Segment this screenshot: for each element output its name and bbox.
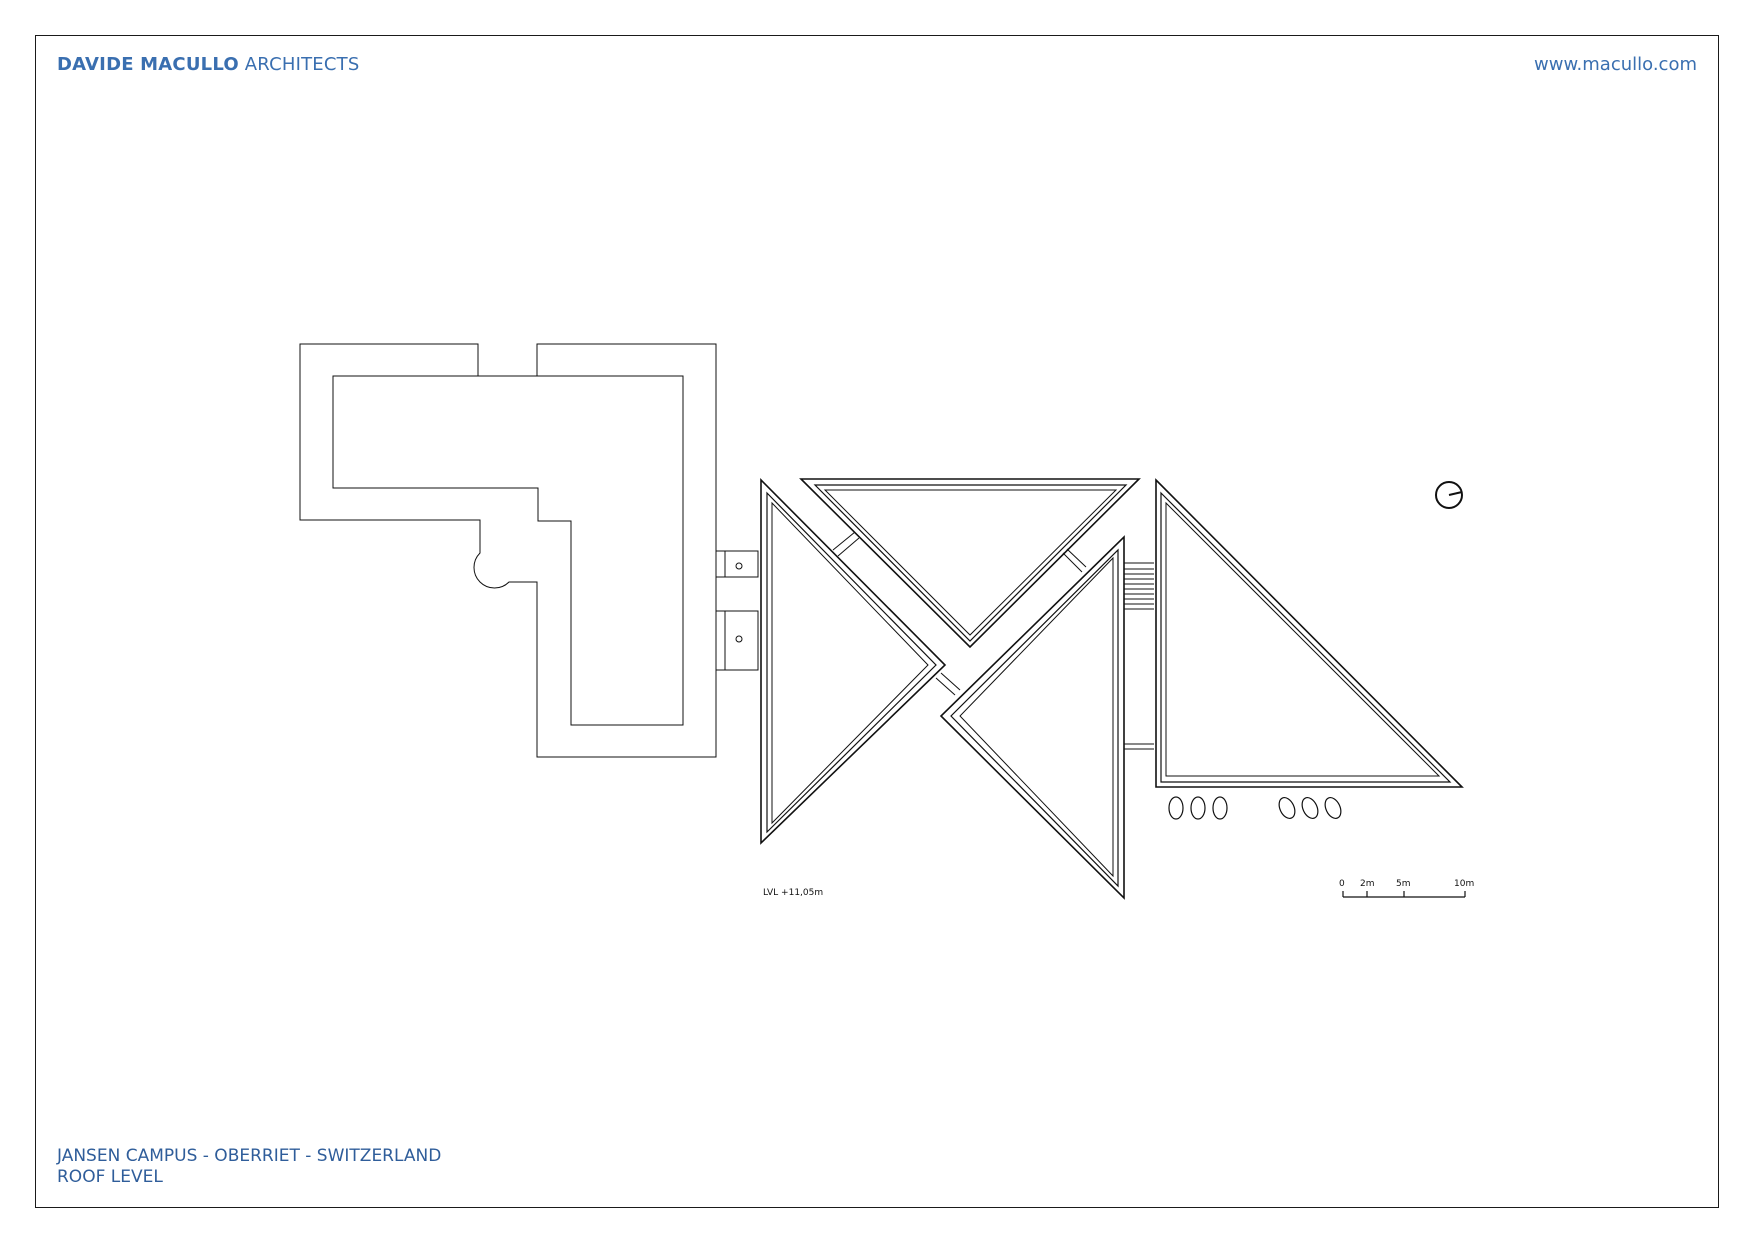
roof-triangle-d bbox=[1155, 478, 1464, 788]
skylight-ovals bbox=[1168, 796, 1342, 820]
scale-bar bbox=[1342, 891, 1466, 898]
level-label: LVL +11,05m bbox=[763, 888, 823, 898]
scale-label-2m: 2m bbox=[1360, 879, 1375, 889]
scale-label-5m: 5m bbox=[1396, 879, 1411, 889]
brand-name-bold: DAVIDE MACULLO bbox=[57, 54, 239, 75]
existing-building-outline bbox=[299, 343, 717, 758]
title-block: JANSEN CAMPUS - OBERRIET - SWITZERLAND R… bbox=[57, 1146, 441, 1188]
brand-name-light: ARCHITECTS bbox=[244, 54, 360, 75]
scale-label-0: 0 bbox=[1339, 879, 1345, 889]
brand-name: DAVIDE MACULLO ARCHITECTS bbox=[57, 54, 359, 75]
north-arrow-icon bbox=[1435, 481, 1463, 509]
scale-label-10m: 10m bbox=[1454, 879, 1474, 889]
sheet-border bbox=[35, 35, 1719, 1208]
roof-triangle-c bbox=[939, 535, 1125, 900]
connector-units bbox=[715, 550, 759, 671]
bridge-walkway bbox=[1124, 562, 1154, 750]
sheet-title: ROOF LEVEL bbox=[57, 1167, 163, 1187]
roof-triangle-a bbox=[760, 478, 947, 845]
triangle-links bbox=[832, 531, 1087, 696]
roof-triangle-b bbox=[799, 478, 1141, 649]
website-url[interactable]: www.macullo.com bbox=[1534, 54, 1697, 75]
project-title: JANSEN CAMPUS - OBERRIET - SWITZERLAND bbox=[57, 1146, 442, 1166]
